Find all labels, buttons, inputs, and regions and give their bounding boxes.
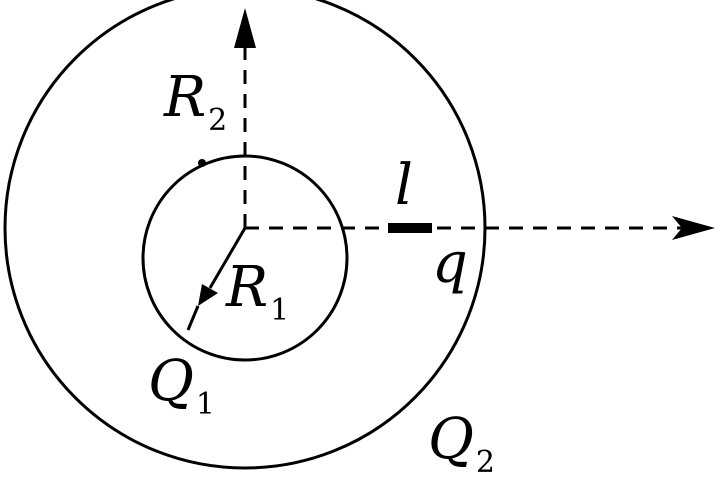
- inner-shell-mark: [198, 159, 206, 167]
- label-q1-subscript: 1: [196, 387, 215, 422]
- r2-arrowhead: [234, 8, 256, 48]
- label-r2: R2: [163, 65, 227, 138]
- label-r1-subscript: 1: [270, 293, 289, 328]
- label-l: l: [395, 153, 413, 218]
- label-q2: Q2: [428, 407, 495, 480]
- rod-segment-l: [388, 223, 432, 233]
- label-r1: R1: [225, 255, 289, 328]
- r1-radius-line: [208, 227, 247, 289]
- label-q2-subscript: 2: [476, 445, 495, 480]
- label-q: q: [432, 231, 468, 296]
- label-r2-subscript: 2: [208, 103, 227, 138]
- r1-arrowhead: [198, 284, 218, 306]
- label-q1: Q1: [148, 349, 215, 422]
- r1-radius-tail: [186, 305, 200, 331]
- axis-arrowhead: [672, 216, 715, 240]
